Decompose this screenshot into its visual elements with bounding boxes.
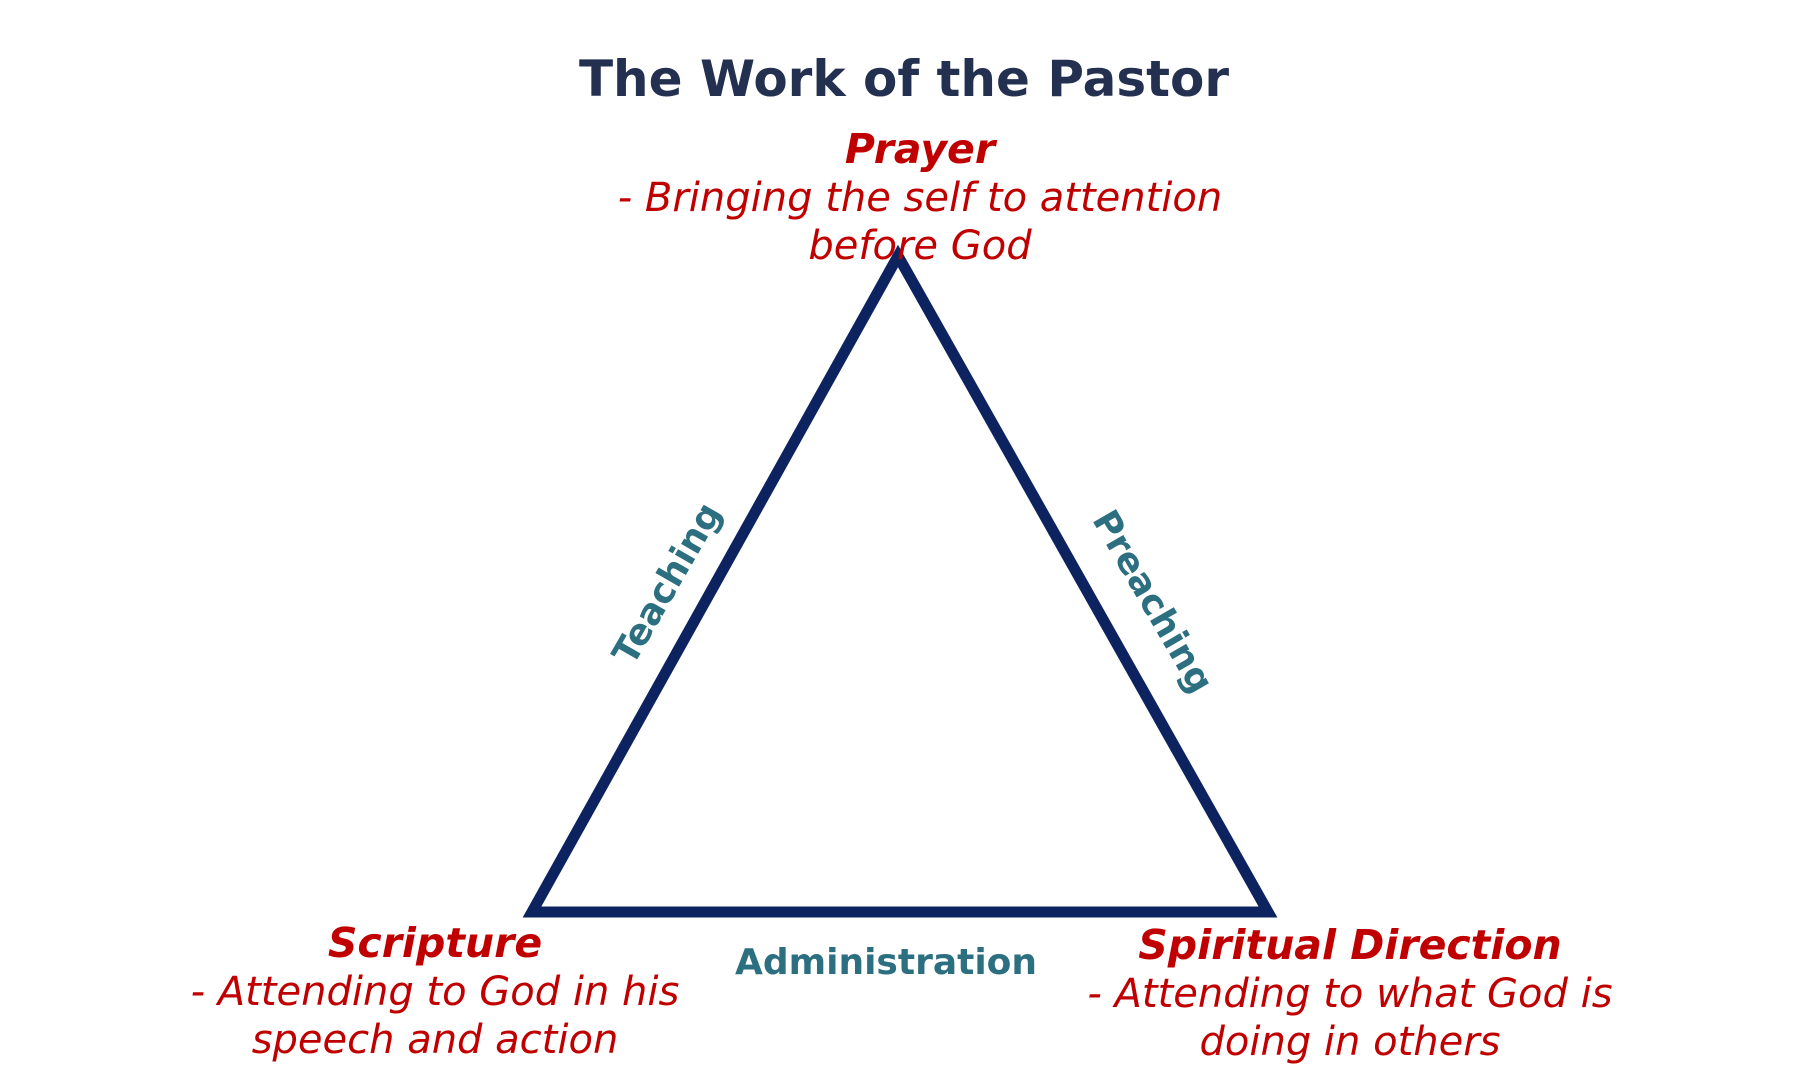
node-prayer: Prayer - Bringing the self to attention … [580, 124, 1260, 270]
node-scripture-description: - Attending to God in his speech and act… [190, 969, 680, 1063]
diagram-title: The Work of the Pastor [578, 50, 1230, 108]
node-prayer-label: Prayer [844, 125, 996, 173]
node-prayer-description: - Bringing the self to attention before … [617, 175, 1223, 269]
triangle-outline [522, 244, 1278, 918]
node-spiritual-direction-label: Spiritual Direction [1138, 921, 1562, 969]
node-scripture: Scripture - Attending to God in his spee… [150, 918, 720, 1064]
node-spiritual-direction: Spiritual Direction - Attending to what … [1080, 920, 1620, 1066]
node-spiritual-direction-description: - Attending to what God is doing in othe… [1087, 971, 1613, 1065]
node-scripture-label: Scripture [327, 919, 543, 967]
edge-label-administration: Administration [734, 942, 1038, 983]
